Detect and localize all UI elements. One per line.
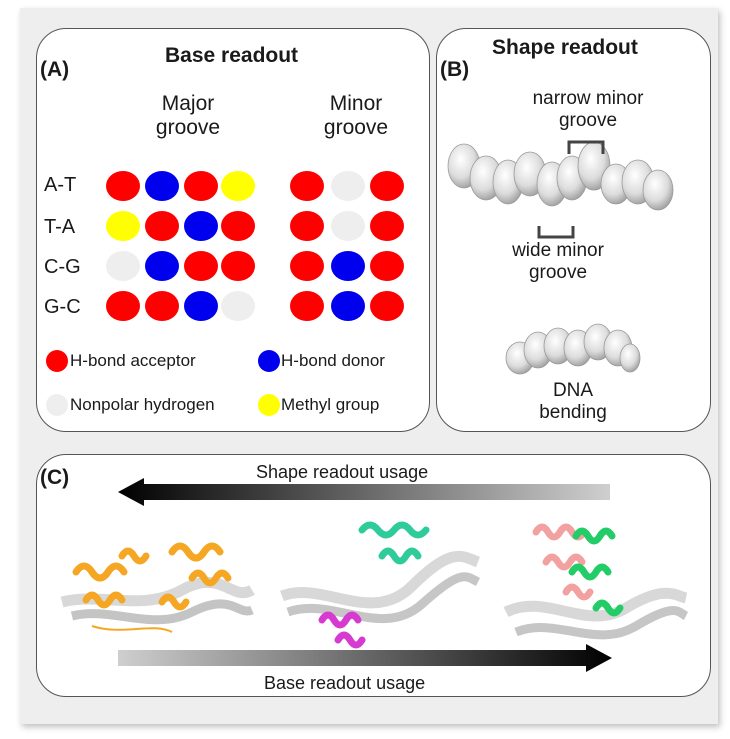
- base-usage-arrow: [118, 644, 612, 672]
- minor-groove-dot-acceptor: [370, 211, 404, 241]
- legend-donor-swatch: [258, 350, 280, 372]
- major-groove-label: Major groove: [128, 92, 248, 140]
- narrow-label-line-1: narrow minor: [532, 88, 644, 109]
- major-groove-dot-acceptor: [145, 211, 179, 241]
- wide-label-line-2: groove: [528, 262, 588, 283]
- wide-label-line-1: wide minor: [512, 240, 604, 261]
- major-groove-dot-donor: [184, 291, 218, 321]
- major-groove-dot-acceptor: [145, 291, 179, 321]
- major-groove-dot-nonpolar: [106, 251, 140, 281]
- protein-structure-1: [60, 542, 255, 633]
- legend-methyl-swatch: [258, 394, 280, 416]
- shape-usage-label: Shape readout usage: [256, 462, 429, 482]
- major-groove-dot-acceptor: [184, 171, 218, 201]
- minor-groove-line-1: Minor: [329, 92, 383, 115]
- dna-surface-bent: [505, 323, 641, 375]
- minor-groove-dot-donor: [331, 251, 365, 281]
- minor-groove-dot-nonpolar: [331, 211, 365, 241]
- legend-acceptor-label: H-bond acceptor: [70, 351, 196, 370]
- legend-donor-label: H-bond donor: [281, 351, 385, 370]
- major-groove-dot-donor: [145, 171, 179, 201]
- panel-b-title: Shape readout: [492, 36, 638, 59]
- dna-surface-straight: [447, 141, 674, 211]
- minor-groove-dot-donor: [331, 291, 365, 321]
- major-groove-dot-methyl: [106, 211, 140, 241]
- minor-groove-dot-acceptor: [290, 211, 324, 241]
- narrow-minor-groove-label: narrow minor groove: [508, 88, 668, 132]
- bending-label-line-2: bending: [539, 402, 607, 423]
- row-label-ta: T-A: [44, 216, 76, 238]
- major-groove-dot-donor: [145, 251, 179, 281]
- shape-usage-arrow: [118, 478, 610, 506]
- dna-bending-label: DNA bending: [508, 380, 638, 424]
- major-groove-dot-nonpolar: [221, 291, 255, 321]
- major-groove-dot-methyl: [221, 171, 255, 201]
- protein-structure-2: [279, 521, 481, 649]
- wide-groove-bracket: [537, 226, 575, 239]
- legend-nonpolar-label: Nonpolar hydrogen: [70, 395, 215, 414]
- major-groove-dot-acceptor: [221, 211, 255, 241]
- minor-groove-dot-acceptor: [370, 251, 404, 281]
- panel-b-letter: (B): [440, 58, 470, 81]
- major-groove-dot-acceptor: [184, 251, 218, 281]
- major-groove-line-1: Major: [161, 92, 215, 115]
- legend-methyl-label: Methyl group: [281, 395, 380, 414]
- major-groove-dot-acceptor: [106, 291, 140, 321]
- row-label-gc: G-C: [44, 296, 81, 318]
- panel-c-letter: (C): [40, 466, 70, 489]
- panel-a-letter: (A): [40, 58, 70, 81]
- minor-groove-dot-acceptor: [290, 171, 324, 201]
- major-groove-dot-acceptor: [221, 251, 255, 281]
- narrow-label-line-2: groove: [558, 110, 618, 131]
- major-groove-line-2: groove: [155, 116, 221, 139]
- bending-label-line-1: DNA: [552, 380, 594, 401]
- narrow-groove-bracket: [567, 140, 605, 154]
- minor-groove-dot-acceptor: [290, 251, 324, 281]
- major-groove-dot-acceptor: [106, 171, 140, 201]
- wide-minor-groove-label: wide minor groove: [478, 240, 638, 284]
- minor-groove-dot-acceptor: [370, 291, 404, 321]
- panel-a-title: Base readout: [165, 44, 299, 67]
- minor-groove-label: Minor groove: [296, 92, 416, 140]
- minor-groove-dot-acceptor: [290, 291, 324, 321]
- minor-groove-dot-acceptor: [370, 171, 404, 201]
- minor-groove-dot-nonpolar: [331, 171, 365, 201]
- row-label-cg: C-G: [44, 256, 81, 278]
- base-usage-label: Base readout usage: [264, 673, 426, 693]
- minor-groove-line-2: groove: [323, 116, 389, 139]
- row-label-at: A-T: [44, 174, 77, 196]
- major-groove-dot-donor: [184, 211, 218, 241]
- protein-structure-3: [503, 523, 689, 640]
- legend-nonpolar-swatch: [46, 394, 68, 416]
- legend-acceptor-swatch: [46, 350, 68, 372]
